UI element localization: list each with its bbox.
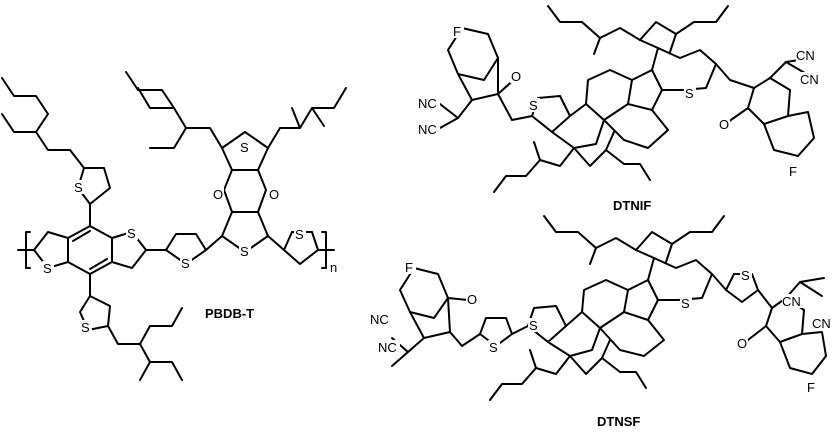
sulfur-atom: S	[529, 318, 538, 333]
cyano-group: CN	[796, 48, 815, 63]
sulfur-atom: S	[685, 86, 694, 101]
oxygen-atom: O	[737, 336, 747, 351]
sulfur-atom: S	[81, 320, 90, 335]
cyano-group: CN	[812, 316, 831, 331]
sulfur-atom: S	[681, 296, 690, 311]
dtnsf-label: DTNSF	[597, 414, 640, 429]
sulfur-atom: S	[74, 180, 83, 195]
sulfur-atom: S	[240, 140, 249, 155]
pbdbt-structure: n S S S S S S	[1, 71, 347, 381]
dtnif-label: DTNIF	[613, 198, 651, 213]
sulfur-atom: S	[181, 256, 190, 271]
oxygen-atom: O	[719, 117, 729, 132]
oxygen-atom: O	[269, 187, 279, 202]
sulfur-atom: S	[43, 261, 52, 276]
oxygen-atom: O	[511, 69, 521, 84]
oxygen-atom: O	[467, 292, 477, 307]
sulfur-atom: S	[127, 226, 136, 241]
sulfur-atom: S	[295, 227, 304, 242]
cyano-group: NC	[418, 122, 437, 137]
fluorine-atom: F	[807, 380, 815, 395]
dtnsf-structure: F O NC NC S S S	[370, 215, 834, 429]
fluorine-atom: F	[453, 24, 461, 39]
oxygen-atom: O	[213, 187, 223, 202]
cyano-group: NC	[370, 312, 389, 327]
sulfur-atom: S	[741, 268, 750, 283]
cyano-group: CN	[782, 294, 801, 309]
sulfur-atom: S	[489, 340, 498, 355]
dtnif-structure: F O NC NC S S	[418, 5, 822, 213]
cyano-group: NC	[378, 340, 397, 355]
fluorine-atom: F	[789, 164, 797, 179]
sulfur-atom: S	[529, 98, 538, 113]
pbdbt-label: PBDB-T	[205, 306, 254, 321]
sulfur-atom: S	[240, 244, 249, 259]
fluorine-atom: F	[405, 260, 413, 275]
repeat-unit-n: n	[330, 260, 337, 275]
cyano-group: CN	[800, 72, 819, 87]
cyano-group: NC	[418, 96, 437, 111]
